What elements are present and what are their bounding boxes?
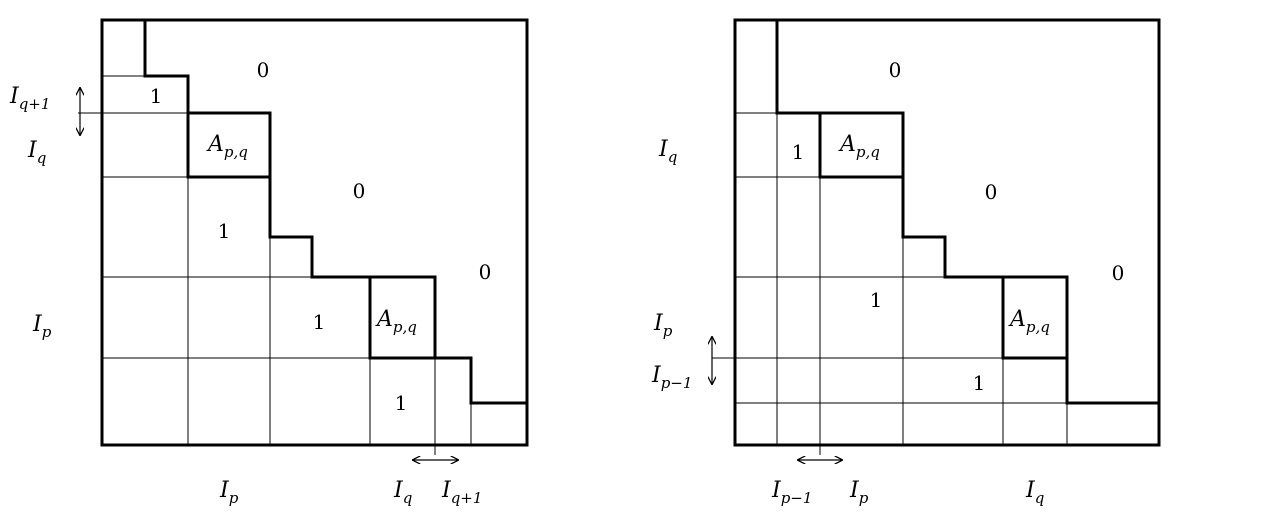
left-bottom-label-iq1: Iq+1 (441, 478, 482, 507)
left-outer-border (100, 18, 529, 447)
right-block-a-lower (1001, 275, 1069, 360)
right-grid-lines (712, 112, 1068, 455)
left-zero-label-1: 0 (257, 58, 270, 82)
left-one-label-1: 1 (150, 84, 163, 108)
left-matrix: 0 0 0 1 1 1 1 Ap,q Ap,q Iq+1 Iq Ip Ip Iq… (9, 18, 529, 507)
left-grid-lines (78, 75, 472, 455)
right-one-label-1: 1 (792, 140, 805, 164)
left-zero-label-3: 0 (479, 260, 492, 284)
right-side-label-iq: Iq (658, 137, 677, 166)
right-side-label-ip-1: Ip−1 (651, 363, 692, 392)
right-side-label-ip: Ip (653, 311, 673, 340)
right-zero-label-1: 0 (889, 58, 902, 82)
right-zero-label-2: 0 (985, 180, 998, 204)
right-zero-label-3: 0 (1112, 261, 1125, 285)
right-one-label-3: 1 (973, 371, 986, 395)
left-side-label-ip: Ip (32, 312, 52, 341)
right-bottom-label-ip-1: Ip−1 (771, 478, 812, 507)
left-zero-label-2: 0 (353, 179, 366, 203)
left-bottom-label-ip: Ip (219, 478, 239, 507)
left-block-label-upper: Ap,q (206, 132, 248, 161)
left-side-label-iq1: Iq+1 (9, 84, 50, 113)
right-matrix: 0 0 0 1 1 1 Ap,q Ap,q Iq Ip Ip−1 Ip−1 Ip… (651, 18, 1161, 507)
right-one-label-2: 1 (870, 288, 883, 312)
right-outer-border (733, 18, 1161, 447)
left-staircase (143, 20, 527, 405)
right-bottom-label-ip: Ip (849, 478, 869, 507)
left-block-a-upper (186, 111, 272, 179)
right-bottom-label-iq: Iq (1025, 478, 1044, 507)
left-one-label-3: 1 (313, 310, 326, 334)
right-staircase (775, 20, 1159, 405)
right-block-label-upper: Ap,q (838, 132, 880, 161)
left-block-a-lower (368, 275, 437, 360)
left-one-label-2: 1 (218, 219, 231, 243)
right-block-a-upper (818, 111, 905, 179)
left-block-label-lower: Ap,q (375, 307, 417, 336)
left-one-label-4: 1 (395, 391, 408, 415)
right-block-label-lower: Ap,q (1008, 307, 1050, 336)
left-bottom-label-iq: Iq (393, 478, 412, 507)
left-side-label-iq: Iq (27, 138, 46, 167)
